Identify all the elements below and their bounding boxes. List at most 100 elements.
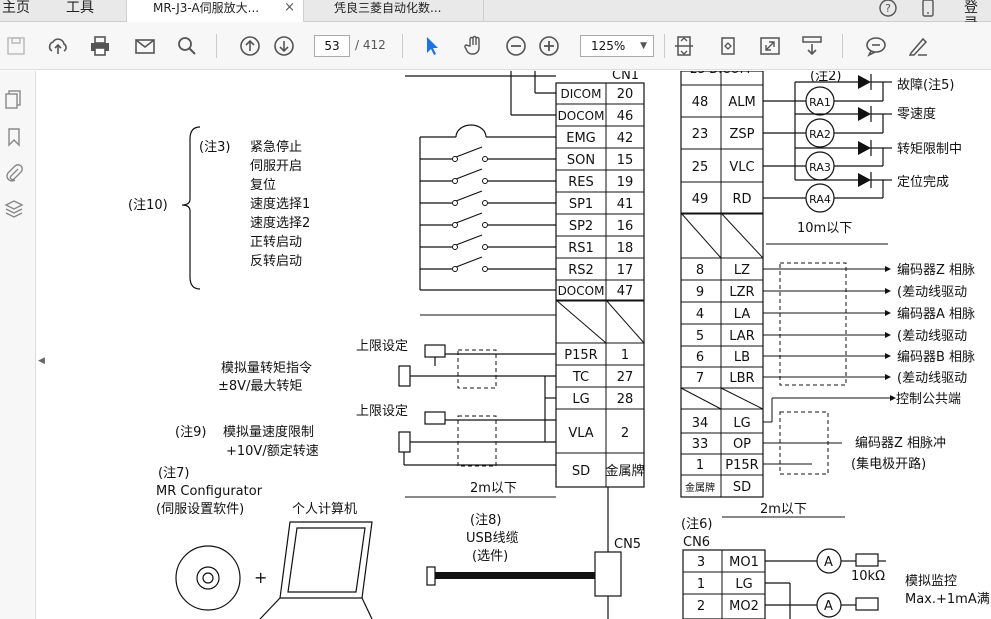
tab-document-1[interactable]: MR-J3-A伺服放大... × — [126, 0, 304, 22]
print-icon[interactable] — [88, 34, 112, 58]
pin-number: 28 — [617, 392, 634, 407]
page-up-icon[interactable] — [238, 34, 262, 58]
input-label: 反转启动 — [250, 254, 302, 269]
relay-label: RA1 — [809, 96, 831, 109]
input-switch — [420, 234, 556, 250]
phone-icon[interactable] — [918, 0, 938, 20]
encoder-label: 编码器Z 相脉 — [897, 263, 975, 278]
page-number-input[interactable]: 53 — [314, 35, 350, 57]
pin-number: 9 — [696, 285, 704, 300]
usb-plug-right — [594, 551, 622, 597]
pin-number: 48 — [692, 95, 709, 110]
layers-icon[interactable] — [4, 199, 24, 219]
relay: RA1 — [763, 74, 892, 116]
meter-label: A — [824, 599, 833, 614]
zoom-out-icon[interactable] — [504, 34, 528, 58]
pin-signal: ALM — [728, 95, 755, 110]
close-icon[interactable]: × — [284, 0, 295, 15]
encoder-label: (差动线驱动 — [897, 285, 967, 300]
pin-number: 16 — [617, 219, 634, 234]
input-label: 速度选择1 — [250, 196, 310, 212]
pin-signal: LG — [735, 577, 752, 592]
comment-icon[interactable] — [864, 34, 888, 58]
encoder-z-oc-label: 编码器Z 相脉冲 — [855, 436, 946, 451]
nav-tools[interactable]: 工具 — [66, 0, 94, 16]
pin-number: 5 — [696, 329, 704, 344]
laptop-icon — [259, 521, 373, 619]
sign-in-link[interactable]: 登录 — [964, 0, 978, 32]
cn1-connector-left — [555, 82, 645, 488]
encoder-label: 编码器A 相脉 — [897, 307, 975, 322]
input-label: 速度选择2 — [250, 215, 310, 231]
pin-number: 1 — [621, 348, 629, 363]
fullscreen-icon[interactable] — [758, 34, 782, 58]
read-mode-icon[interactable] — [800, 34, 824, 58]
pin-signal: P15R — [564, 348, 597, 363]
sidebar-collapse-icon[interactable]: ◀ — [38, 356, 45, 366]
toolbar: 53 / 412 125% ▼ — [0, 22, 991, 70]
zoom-select[interactable]: 125% ▼ — [580, 35, 654, 57]
usb-optional-label: (选件) — [472, 549, 508, 564]
pin-number: 17 — [617, 263, 634, 278]
cd-icon — [175, 545, 241, 611]
nav-home[interactable]: 主页 — [2, 0, 30, 16]
pin-signal: RD — [732, 192, 751, 207]
pages-icon[interactable] — [4, 89, 24, 109]
upload-icon[interactable] — [46, 34, 70, 58]
pin-number: 7 — [696, 371, 704, 386]
cn6-label: CN6 — [683, 535, 710, 550]
note9-label: (注9) — [175, 425, 206, 440]
bookmark-icon[interactable] — [4, 127, 24, 147]
help-icon[interactable]: ? — [878, 0, 898, 20]
pin-signal: LZ — [734, 263, 750, 278]
hand-icon[interactable] — [462, 34, 486, 58]
pin-signal: LBR — [729, 371, 754, 386]
mail-icon[interactable] — [133, 34, 157, 58]
relay: RA3 — [763, 140, 892, 181]
page-down-icon[interactable] — [272, 34, 296, 58]
pin-number: 18 — [617, 241, 634, 256]
analog-input-circuit — [398, 344, 556, 498]
page-total: / 412 — [355, 38, 386, 52]
select-cursor-icon[interactable] — [420, 34, 444, 58]
torque-command-label: 模拟量转矩指令 — [221, 361, 312, 376]
pin-number: 2 — [621, 426, 629, 441]
sign-icon[interactable] — [906, 34, 930, 58]
tab-document-2[interactable]: 凭良三菱自动化数... — [308, 0, 484, 22]
note3-label: (注3) — [199, 140, 230, 155]
pin-number: 金属牌 — [685, 481, 715, 494]
speed-limit-label: 模拟量速度限制 — [223, 424, 314, 440]
fit-page-icon[interactable] — [672, 34, 696, 58]
search-icon[interactable] — [175, 34, 199, 58]
rotate-icon[interactable] — [716, 34, 740, 58]
input-switches — [419, 124, 556, 291]
distance-2m-right: 2m以下 — [760, 502, 807, 517]
pin-number: 1 — [696, 458, 704, 473]
cn1-pin-row: P15R 1 — [556, 348, 644, 366]
pin-number: 23 — [692, 127, 709, 142]
tab-bar: 主页 工具 MR-J3-A伺服放大... × 凭良三菱自动化数... ? 登录 — [0, 0, 991, 32]
relay: RA2 — [763, 106, 892, 148]
attachment-icon[interactable] — [4, 163, 24, 183]
upper-limit-label: 上限设定 — [356, 404, 408, 419]
usb-cable-label: USB线缆 — [466, 530, 519, 546]
note6-label: (注6) — [681, 517, 712, 532]
pin-signal: LZR — [729, 285, 754, 300]
save-icon[interactable] — [4, 34, 28, 58]
zoom-in-icon[interactable] — [537, 34, 561, 58]
pin-number: 47 — [617, 284, 634, 299]
speed-range-label: +10V/额定转速 — [226, 444, 319, 459]
cn5-label: CN5 — [614, 537, 641, 552]
right-pin-row: 48 ALM — [681, 95, 763, 118]
note7-label: (注7) — [158, 466, 189, 481]
open-collector-label: (集电极开路) — [851, 456, 926, 472]
input-label: 复位 — [250, 178, 276, 193]
